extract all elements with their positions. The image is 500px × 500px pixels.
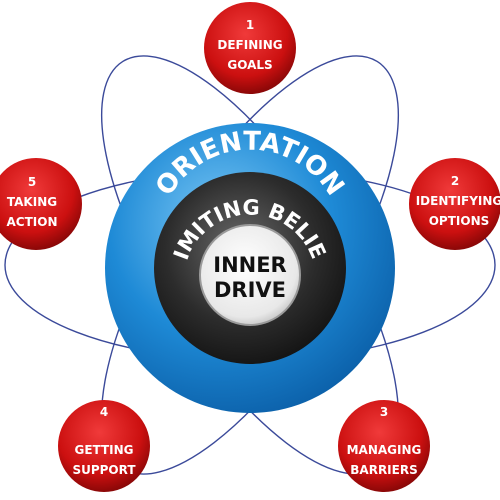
step-3-number: 3 — [380, 405, 388, 419]
step-3-line-2: BARRIERS — [350, 463, 417, 477]
inner-drive-core — [199, 224, 301, 326]
step-node-3: 3 MANAGING BARRIERS — [338, 400, 430, 492]
step-node-2: 2 IDENTIFYING OPTIONS — [409, 158, 500, 250]
step-4-circle — [58, 400, 150, 492]
step-1-line-1: DEFINING — [217, 38, 282, 52]
step-2-line-1: IDENTIFYING — [416, 194, 500, 208]
step-5-circle — [0, 158, 82, 250]
step-4-line-2: SUPPORT — [72, 463, 136, 477]
inner-drive-line-1: INNER — [213, 253, 286, 277]
step-3-line-1: MANAGING — [347, 443, 422, 457]
step-2-circle — [409, 158, 500, 250]
step-2-number: 2 — [451, 174, 459, 188]
step-node-4: 4 GETTING SUPPORT — [58, 400, 150, 492]
step-2-line-2: OPTIONS — [429, 214, 490, 228]
step-1-circle — [204, 2, 296, 94]
step-node-5: 5 TAKING ACTION — [0, 158, 82, 250]
step-5-line-1: TAKING — [7, 195, 57, 209]
step-1-line-2: GOALS — [227, 58, 272, 72]
inner-drive-line-2: DRIVE — [214, 278, 286, 302]
step-1-number: 1 — [246, 18, 254, 32]
step-4-line-1: GETTING — [74, 443, 133, 457]
step-5-line-2: ACTION — [7, 215, 58, 229]
step-5-number: 5 — [28, 175, 36, 189]
step-4-number: 4 — [100, 405, 108, 419]
step-3-circle — [338, 400, 430, 492]
step-node-1: 1 DEFINING GOALS — [204, 2, 296, 94]
